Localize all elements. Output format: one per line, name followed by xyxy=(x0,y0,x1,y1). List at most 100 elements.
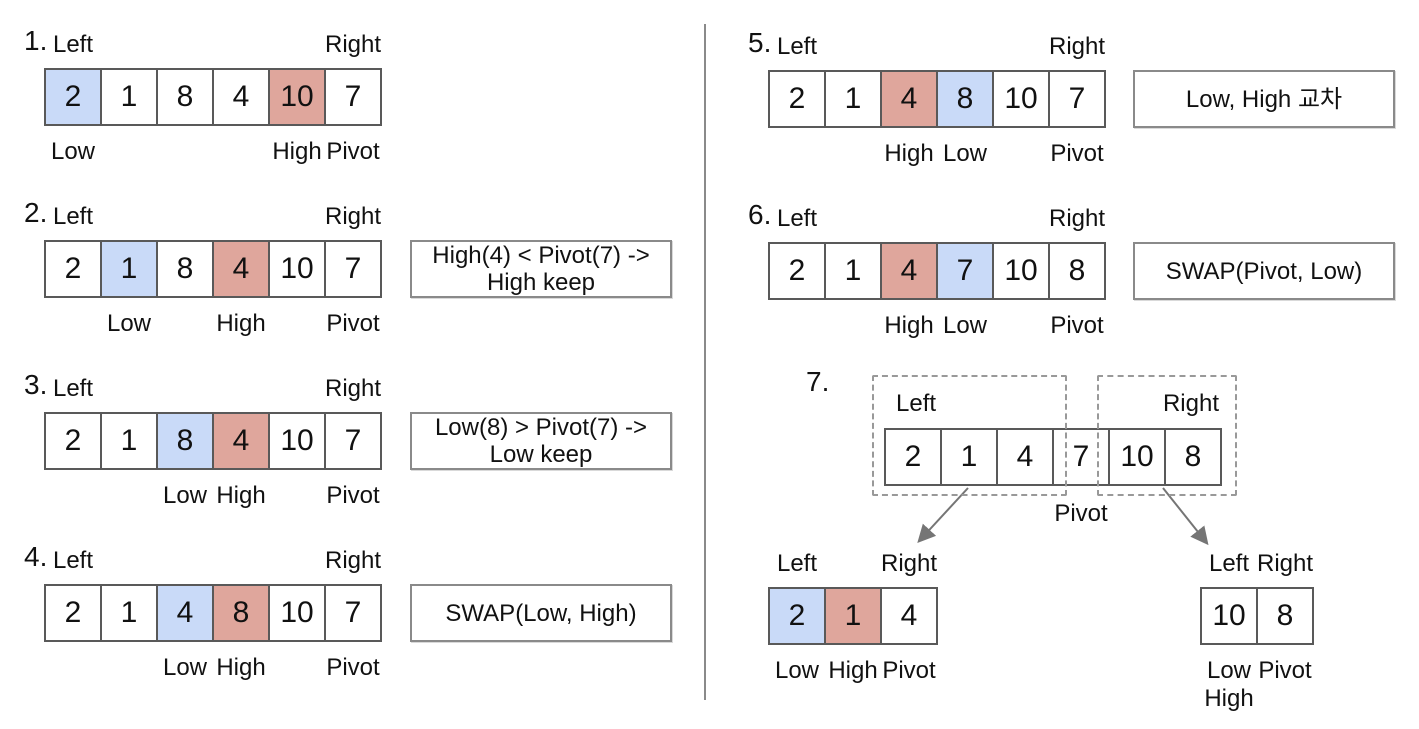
array-pointer-label: Pivot xyxy=(1054,500,1108,527)
array-pointer-label: Left xyxy=(52,31,94,58)
array-pointer-label: High xyxy=(884,312,934,339)
array-cell: 4 xyxy=(996,428,1054,486)
array-pointer-label: Low xyxy=(162,654,208,681)
array-cell: 7 xyxy=(324,412,382,470)
array-pointer-label: Pivot xyxy=(326,310,380,337)
array-cell: 7 xyxy=(1048,70,1106,128)
array-cell: 10 xyxy=(268,584,326,642)
array-cell: 8 xyxy=(156,68,214,126)
array-cell: 8 xyxy=(936,70,994,128)
step-number: 7. xyxy=(806,366,830,397)
array-pointer-label: Right xyxy=(324,203,382,230)
array-cell: 2 xyxy=(44,584,102,642)
arrow-to-right-subarray xyxy=(1162,487,1209,546)
array-pointer-label: Pivot xyxy=(326,138,380,165)
array-pointer-label: Low xyxy=(106,310,152,337)
note-box: High(4) < Pivot(7) ->High keep xyxy=(410,240,672,298)
array-cell: 4 xyxy=(880,242,938,300)
step-number: 1. xyxy=(24,25,48,56)
array-pointer-label: High xyxy=(1204,685,1254,712)
array-cell: 1 xyxy=(940,428,998,486)
array-pointer-label: Pivot xyxy=(1050,312,1104,339)
array-pointer-label: Right xyxy=(1048,205,1106,232)
array-cell: 8 xyxy=(212,584,270,642)
array-pointer-label: Pivot xyxy=(326,482,380,509)
array-cell: 7 xyxy=(936,242,994,300)
array-pointer-label: High xyxy=(216,482,266,509)
array-cell: 4 xyxy=(212,240,270,298)
array-cell: 1 xyxy=(824,242,882,300)
column-divider xyxy=(704,24,706,700)
array-cell: 8 xyxy=(156,240,214,298)
note-line: Low, High 교차 xyxy=(1185,85,1343,113)
array-cell: 8 xyxy=(1164,428,1222,486)
array-cell: 7 xyxy=(324,68,382,126)
array-cell: 1 xyxy=(100,68,158,126)
note-box: Low, High 교차 xyxy=(1133,70,1395,128)
note-line: SWAP(Low, High) xyxy=(445,599,637,627)
step-number: 2. xyxy=(24,197,48,228)
array-pointer-label: Low xyxy=(1206,657,1252,684)
note-box: SWAP(Low, High) xyxy=(410,584,672,642)
array-pointer-label: High xyxy=(216,310,266,337)
step-number: 6. xyxy=(748,199,772,230)
array-cell: 7 xyxy=(324,584,382,642)
note-line: High keep xyxy=(486,269,596,296)
array-pointer-label: High xyxy=(828,657,878,684)
array-pointer-label: Left xyxy=(776,205,818,232)
array-pointer-label: Right xyxy=(324,375,382,402)
array-cell: 1 xyxy=(824,70,882,128)
array-pointer-label: Pivot xyxy=(1050,140,1104,167)
note-line: Low(8) > Pivot(7) -> xyxy=(434,414,648,441)
array-cell: 2 xyxy=(44,68,102,126)
step-number: 3. xyxy=(24,369,48,400)
array-cell: 8 xyxy=(1048,242,1106,300)
array-cell: 10 xyxy=(268,412,326,470)
array-pointer-label: Left xyxy=(1208,550,1250,577)
note-line: High(4) < Pivot(7) -> xyxy=(432,242,650,269)
array-cell: 10 xyxy=(1200,587,1258,645)
array-cell: 4 xyxy=(880,587,938,645)
note-line: SWAP(Pivot, Low) xyxy=(1165,257,1363,285)
array-cell: 10 xyxy=(992,70,1050,128)
array-pointer-label: Pivot xyxy=(326,654,380,681)
array-pointer-label: Left xyxy=(52,375,94,402)
array-pointer-label: Right xyxy=(324,547,382,574)
arrow-to-left-subarray xyxy=(917,487,969,543)
array-cell: 8 xyxy=(156,412,214,470)
step-number: 4. xyxy=(24,541,48,572)
array-cell: 2 xyxy=(768,587,826,645)
array-pointer-label: Low xyxy=(50,138,96,165)
array-cell: 10 xyxy=(992,242,1050,300)
array-pointer-label: Left xyxy=(776,550,818,577)
array-cell: 7 xyxy=(1052,428,1110,486)
array-cell: 7 xyxy=(324,240,382,298)
note-line: Low keep xyxy=(489,441,593,468)
array-pointer-label: Pivot xyxy=(1258,657,1312,684)
array-pointer-label: Right xyxy=(1048,33,1106,60)
array-cell: 4 xyxy=(156,584,214,642)
array-cell: 2 xyxy=(768,70,826,128)
array-cell: 2 xyxy=(44,240,102,298)
step-number: 5. xyxy=(748,27,772,58)
array-pointer-label: Right xyxy=(1256,550,1314,577)
array-pointer-label: Right xyxy=(880,550,938,577)
array-cell: 2 xyxy=(768,242,826,300)
array-pointer-label: Left xyxy=(52,547,94,574)
array-pointer-label: Left xyxy=(52,203,94,230)
array-cell: 10 xyxy=(1108,428,1166,486)
array-cell: 4 xyxy=(212,68,270,126)
array-pointer-label: High xyxy=(884,140,934,167)
right-partition-label: Right xyxy=(1162,390,1219,417)
left-partition-label: Left xyxy=(896,390,937,417)
array-pointer-label: Right xyxy=(324,31,382,58)
